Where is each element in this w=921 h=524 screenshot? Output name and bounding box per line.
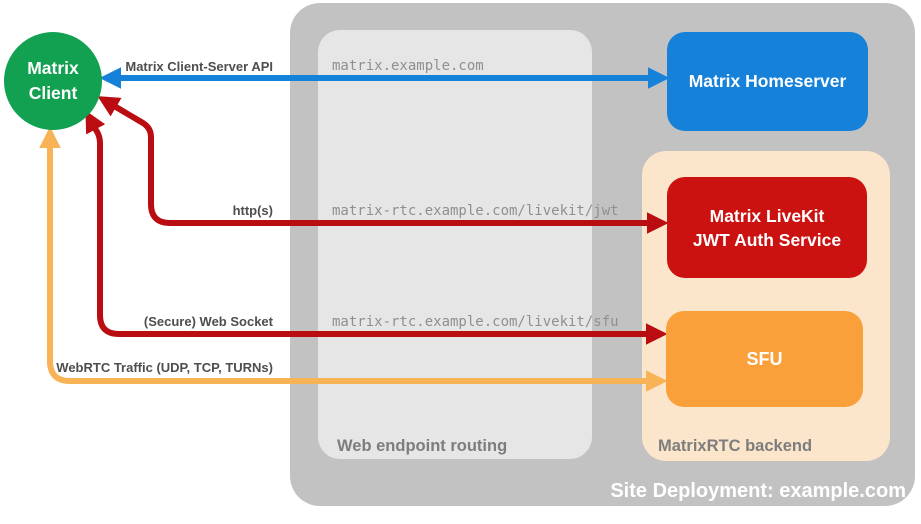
matrix-client-node: Matrix Client [4,32,102,130]
edge-label-websocket: (Secure) Web Socket [143,314,273,329]
web-endpoint-routing-caption: Web endpoint routing [337,437,508,455]
sfu-label: SFU [746,348,783,369]
site-deployment-caption: Site Deployment: example.com [610,480,906,502]
matrix-client-label-line2: Client [28,83,78,103]
matrix-homeserver-label: Matrix Homeserver [688,71,847,91]
edge-label-webrtc-traffic: WebRTC Traffic (UDP, TCP, TURNs) [56,360,273,375]
endpoint-matrix-example-com: matrix.example.com [332,58,484,74]
endpoint-livekit-sfu: matrix-rtc.example.com/livekit/sfu [332,314,619,330]
livekit-label-line1: Matrix LiveKit [709,205,825,226]
sfu-node: SFU [666,311,863,407]
web-endpoint-routing-container [318,30,592,459]
matrix-client-label-line1: Matrix [27,58,79,78]
edge-label-https: http(s) [232,203,273,218]
matrixrtc-backend-caption: MatrixRTC backend [658,437,813,455]
livekit-label-line2: JWT Auth Service [692,229,842,250]
edge-label-client-server-api: Matrix Client-Server API [125,59,273,74]
endpoint-livekit-jwt: matrix-rtc.example.com/livekit/jwt [332,203,619,219]
livekit-jwt-auth-service-node: Matrix LiveKit JWT Auth Service [667,177,867,278]
matrix-homeserver-node: Matrix Homeserver [667,32,868,131]
